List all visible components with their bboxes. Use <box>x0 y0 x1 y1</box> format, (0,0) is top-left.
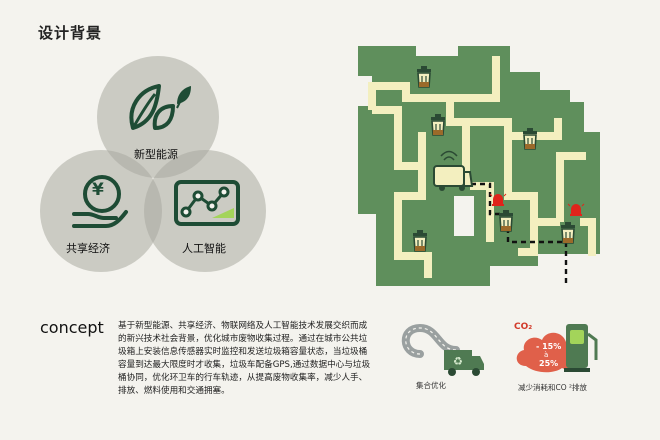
bin-icon <box>498 209 514 232</box>
bin-icon <box>416 65 432 88</box>
concept-line: 基于新型能源、共享经济、物联网络及人工智能技术发展交织而成 <box>118 321 368 331</box>
garbage-truck-icon <box>433 150 474 191</box>
coin-hand-icon <box>72 175 128 228</box>
city-waste-map <box>358 46 600 286</box>
bin-icon <box>522 127 538 150</box>
yen-symbol: ¥ <box>92 180 104 200</box>
svg-text:♻: ♻ <box>453 355 463 368</box>
concept-heading: concept <box>40 318 104 337</box>
collection-caption: 集合优化 <box>416 381 446 390</box>
co2-label: CO₂ <box>514 322 533 332</box>
venn-circle-ai <box>144 150 266 272</box>
percent-top: - 15% <box>536 342 562 351</box>
percent-bottom: 25% <box>539 359 559 368</box>
venn-diagram: 新型能源 ¥ 共享经济 人工智能 <box>40 56 270 276</box>
bin-icon <box>560 221 576 244</box>
venn-label-energy: 新型能源 <box>134 148 178 161</box>
concept-line: 的新兴技术社会背景，优化城市废物收集过程。通过在城市公共垃 <box>118 334 368 344</box>
page-title: 设计背景 <box>38 24 103 42</box>
reduction-caption: 减少消耗和CO ²排放 <box>518 383 588 392</box>
venn-label-ai: 人工智能 <box>182 242 226 255</box>
concept-line: 排放、燃料使用和交通拥塞。 <box>118 386 230 396</box>
percent-mid: à <box>544 351 549 359</box>
co2-reduction-icon <box>516 324 598 373</box>
concept-line: 圾箱上安装信息传感器实时监控和发送垃圾箱容量状态，当垃圾桶 <box>118 347 368 357</box>
bin-icon <box>412 229 428 252</box>
ai-chart-icon <box>174 180 240 226</box>
concept-line: 容量到达最大限度时才收集，垃圾车配备GPS,通过数据中心与垃圾 <box>118 360 371 370</box>
concept-line: 桶协同，优化环卫车的行车轨迹，从提高废物收集率，减少人手、 <box>118 373 368 383</box>
venn-label-sharing: 共享经济 <box>66 242 110 255</box>
route-truck-icon: ♻ <box>401 323 484 376</box>
leaf-icon <box>129 84 191 130</box>
concept-description: 基于新型能源、共享经济、物联网络及人工智能技术发展交织而成 的新兴技术社会背景，… <box>118 320 394 398</box>
bin-icon <box>430 113 446 136</box>
emission-reduction: CO₂ - 15% à 25% 减少消耗和CO ²排放 <box>512 320 612 392</box>
collection-optimization: ♻ 集合优化 <box>398 320 488 390</box>
